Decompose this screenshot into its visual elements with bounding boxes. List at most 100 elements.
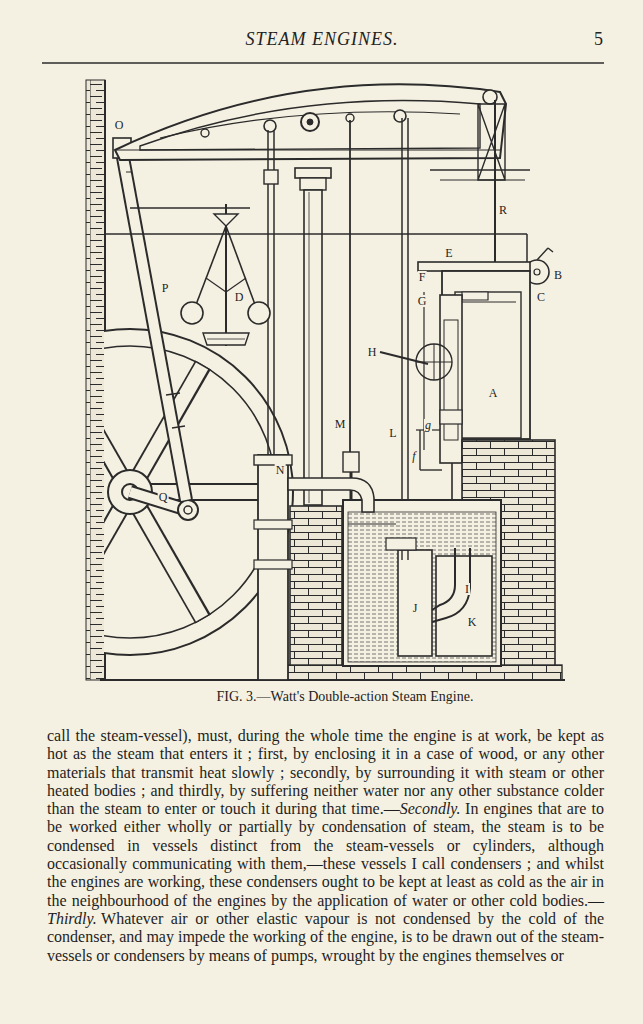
column	[295, 168, 331, 505]
governor-part	[226, 278, 246, 292]
callout-letter: P	[161, 282, 170, 294]
callout-letter: I	[464, 583, 470, 595]
connecting-rod-part	[172, 426, 185, 428]
header-rule	[42, 63, 604, 64]
beam-part	[140, 101, 480, 150]
throttle-gear-part	[548, 248, 553, 252]
cylinder-part	[460, 302, 516, 303]
pump-rods-part	[401, 118, 403, 548]
beam-part	[301, 113, 319, 131]
beam-part	[160, 112, 460, 138]
callout-letter: g	[424, 419, 432, 431]
governor-part	[226, 226, 257, 310]
beam-part	[201, 129, 209, 137]
throttle-gear-part	[537, 248, 548, 260]
beam-part	[115, 84, 506, 160]
figure-caption: FIG. 3.—Watt's Double-action Steam Engin…	[217, 689, 474, 705]
governor-part	[105, 233, 527, 235]
callout-letter: Q	[158, 491, 169, 503]
body-text-segment: Secondly.	[400, 800, 461, 817]
connecting-rod-part	[122, 152, 186, 500]
header-rule-part	[42, 62, 604, 64]
hot-well-pipe-part	[288, 478, 374, 512]
callout-letter: G	[417, 295, 428, 307]
cylinder-part	[462, 292, 488, 300]
callout-letter: E	[444, 247, 453, 259]
crank-part	[184, 506, 192, 514]
cylinder-part	[380, 352, 428, 364]
governor-part	[181, 302, 203, 324]
wall	[86, 80, 105, 680]
governor-part	[203, 333, 249, 345]
cistern-part	[386, 538, 416, 550]
cylinder-part	[440, 295, 462, 463]
callout-letter: D	[234, 291, 245, 303]
governor-part	[130, 207, 250, 209]
callout-letter: R	[498, 204, 508, 216]
body-text-segment: Thirdly.	[47, 910, 97, 927]
governor-part	[214, 214, 238, 226]
callout-letter: M	[334, 418, 347, 430]
beam-part	[394, 110, 406, 122]
connecting-rod-part	[122, 152, 186, 500]
crank-part	[178, 500, 198, 520]
cistern-part	[432, 548, 470, 622]
callout-letter: O	[114, 119, 125, 131]
column-part	[304, 190, 322, 505]
column-part	[309, 192, 310, 503]
cylinder-part	[418, 262, 530, 271]
pump-rods-part	[343, 452, 359, 472]
cylinder-part	[440, 410, 462, 424]
masonry-part	[100, 679, 565, 681]
hot-well-pipe-part	[254, 455, 292, 465]
connecting-rod	[113, 138, 186, 500]
pump-rods-part	[349, 120, 351, 452]
running-head: STEAM ENGINES.	[246, 29, 399, 50]
callout-letter: f	[411, 450, 416, 462]
governor-part	[207, 339, 245, 340]
column-part	[300, 178, 326, 190]
cistern-part	[432, 548, 455, 610]
callout-letter: C	[536, 291, 546, 303]
beam-part	[115, 150, 500, 151]
callout-letter: N	[275, 464, 286, 476]
cylinder-part	[455, 292, 521, 438]
wall-part	[86, 80, 105, 680]
body-text-segment: Whatever air or other elastic vapour is …	[47, 910, 604, 964]
callout-letter: H	[367, 346, 378, 358]
masonry-part	[282, 665, 562, 680]
callout-letter: A	[488, 387, 499, 399]
body-text: call the steam-vessel), must, during the…	[47, 727, 604, 965]
callout-letter: J	[412, 602, 419, 614]
beam-part	[440, 179, 525, 180]
cylinder-part	[434, 344, 435, 380]
pump-rods	[264, 100, 495, 548]
cistern-part	[348, 512, 496, 662]
beam-part	[430, 169, 530, 170]
pump-rods-part	[407, 118, 409, 548]
pump-rods-part	[420, 469, 442, 470]
callout-letter: B	[553, 269, 563, 281]
cistern-part	[348, 524, 396, 525]
connecting-rod-part	[126, 172, 131, 173]
beam-part	[307, 119, 313, 125]
cistern	[343, 500, 501, 666]
pump-rods-part	[419, 430, 420, 470]
hot-well-pipe	[254, 455, 374, 680]
masonry-part	[290, 506, 342, 680]
throttle-gear-part	[534, 269, 540, 275]
hot-well-pipe-part	[254, 520, 292, 529]
beam-part	[478, 104, 505, 180]
governor-part	[248, 302, 270, 324]
governor-part	[526, 234, 528, 262]
cistern-part	[398, 550, 432, 656]
hot-well-pipe-part	[254, 560, 292, 569]
connecting-rod-part	[166, 393, 180, 395]
callout-letter: F	[418, 271, 427, 283]
cylinder	[380, 262, 530, 463]
pump-rods-part	[264, 170, 278, 184]
callout-letter: L	[388, 427, 397, 439]
governor-part	[206, 278, 226, 292]
governor-part	[194, 226, 226, 310]
